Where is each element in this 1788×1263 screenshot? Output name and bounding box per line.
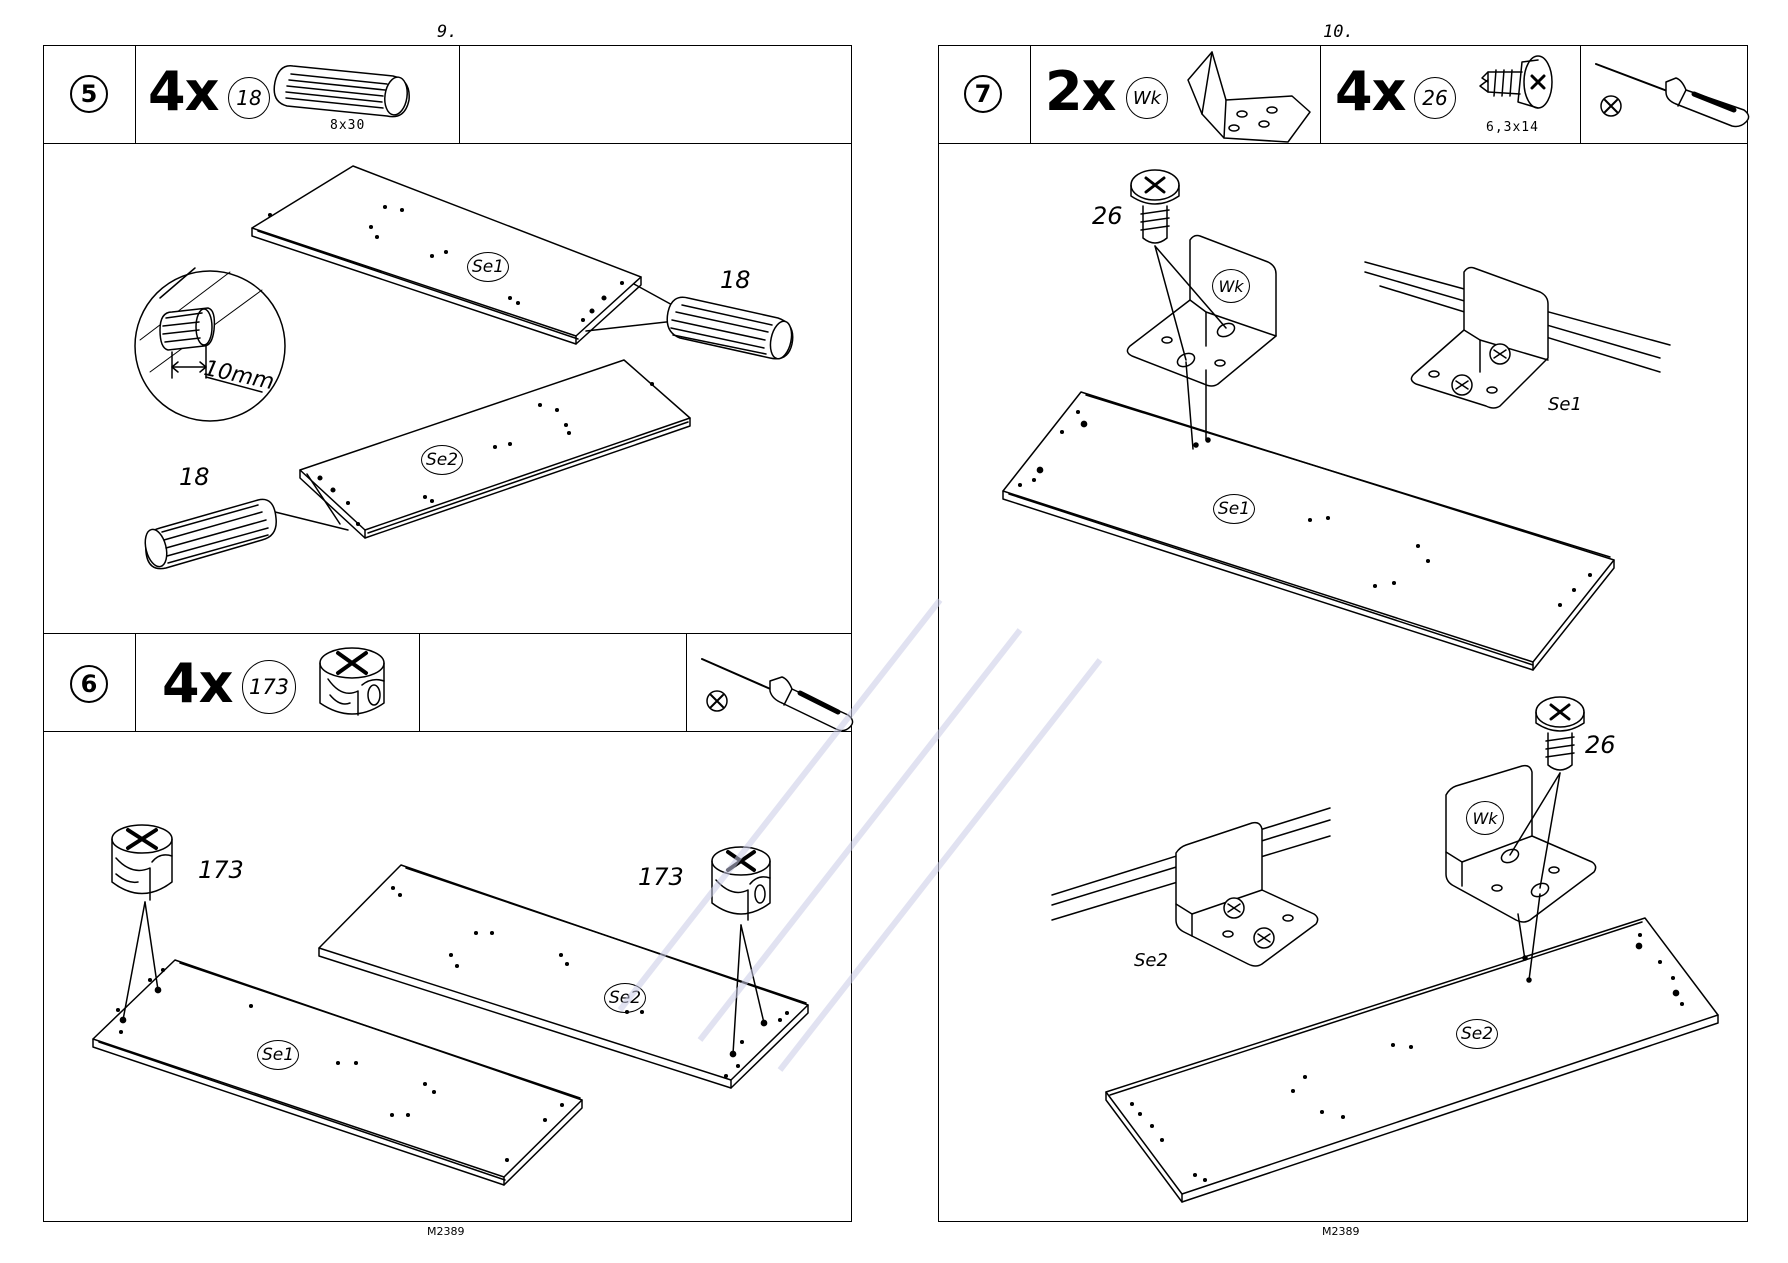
- step6-panel-se1: [92, 959, 583, 1186]
- step7-panel-se1-label: Se1: [1213, 494, 1255, 524]
- step7-panel-se2-label: Se2: [1456, 1019, 1498, 1049]
- step7-screw-bottom: [1509, 696, 1585, 889]
- step5-detail-circle: [134, 267, 286, 422]
- step5-dowel-right: [585, 283, 794, 360]
- step7-bracket-divider: [1320, 45, 1321, 144]
- step7-screwdriver-icon: [1595, 63, 1750, 128]
- step7-assembled-se2: [1051, 807, 1331, 967]
- step5-part-size: 8x30: [330, 118, 366, 133]
- step5-dowel-left: [144, 473, 349, 570]
- footer-code-right: M2389: [1322, 1225, 1360, 1238]
- footer-code-left: M2389: [427, 1225, 465, 1238]
- step7-assembled-se1-label: Se1: [1548, 394, 1582, 415]
- step5-parts-divider: [459, 45, 460, 144]
- step6-panel-se1-label: Se1: [257, 1040, 299, 1070]
- step7-assembled-se1: [1364, 261, 1671, 409]
- step7-bracket-top-label: Wk: [1212, 269, 1250, 303]
- step6-cam-callout-right: 173: [638, 863, 684, 891]
- step6-cam-left: [111, 824, 173, 1021]
- step6-parts-divider: [419, 633, 420, 732]
- page-number-left: 9.: [437, 22, 458, 42]
- screw-icon: [1479, 55, 1553, 109]
- step7-panel-se2: [1105, 917, 1719, 1203]
- step5-panel-se1-label: Se1: [467, 252, 509, 282]
- step7-screw-callout-bottom: 26: [1585, 731, 1616, 759]
- step7-header-divider: [938, 143, 1748, 144]
- step7-bracket-bottom-label: Wk: [1466, 801, 1504, 835]
- cam-lock-icon: [319, 647, 385, 716]
- step7-screw-divider: [1580, 45, 1581, 144]
- page-number-right: 10.: [1323, 22, 1354, 42]
- step6-number: 6: [70, 665, 108, 703]
- step7-screw-top: [1130, 169, 1227, 361]
- step7-part-size-screw: 6,3x14: [1486, 120, 1539, 135]
- step7-part-id-screw: 26: [1414, 77, 1456, 119]
- step5-number: 5: [70, 75, 108, 113]
- step6-quantity: 4x: [162, 652, 233, 715]
- step7-quantity-bracket: 2x: [1045, 60, 1116, 123]
- dowel-icon: [273, 65, 410, 118]
- step6-top-divider: [43, 633, 852, 634]
- step5-panel-se1: [251, 165, 642, 345]
- step7-screw-callout-top: 26: [1092, 202, 1123, 230]
- angle-bracket-icon: [1187, 51, 1311, 143]
- step5-number-divider: [135, 45, 136, 144]
- step5-quantity: 4x: [148, 60, 219, 123]
- step6-panel-se2-label: Se2: [604, 983, 646, 1013]
- screwdriver-icon: [701, 658, 854, 732]
- step7-quantity-screw: 4x: [1335, 60, 1406, 123]
- step6-header-divider: [43, 731, 852, 732]
- step5-dowel-callout-top: 18: [720, 266, 751, 294]
- step7-number-divider: [1030, 45, 1031, 144]
- step7-part-id-bracket: Wk: [1126, 77, 1168, 119]
- step5-panel-se2-label: Se2: [421, 445, 463, 475]
- step5-header-divider: [43, 143, 852, 144]
- step6-number-divider: [135, 633, 136, 732]
- step7-panel-se1: [1002, 391, 1615, 671]
- step7-number: 7: [964, 75, 1002, 113]
- step5-dowel-callout-left: 18: [179, 463, 210, 491]
- step5-part-id: 18: [228, 77, 270, 119]
- step6-part-id: 173: [242, 660, 296, 714]
- step6-cam-callout-left: 173: [198, 856, 244, 884]
- step7-assembled-se2-label: Se2: [1134, 950, 1168, 971]
- step5-panel-se2: [299, 359, 691, 539]
